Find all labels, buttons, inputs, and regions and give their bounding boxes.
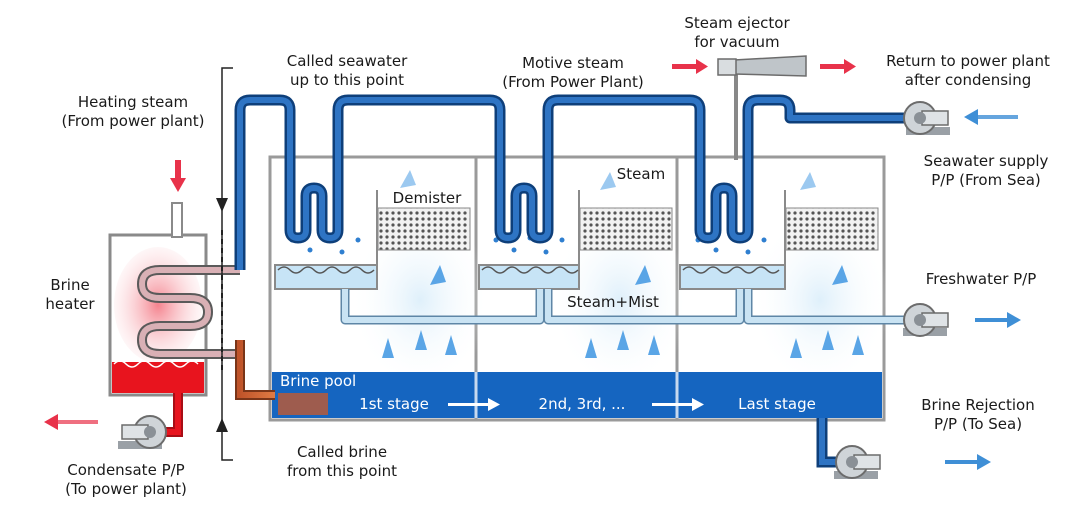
demister-mesh-1 [377, 207, 471, 251]
return-power-plant-label: Return to power plant after condensing [886, 52, 1050, 89]
stage-1-label: 1st stage [359, 395, 429, 413]
seawater-pipe [237, 97, 920, 270]
steam-ejector [717, 55, 807, 160]
brine-heater-label: Brine heater [45, 276, 95, 313]
collection-tray-3 [679, 190, 786, 290]
brine-pool-label: Brine pool [280, 372, 357, 390]
demister-label: Demister [392, 189, 462, 207]
brine-pool [272, 372, 882, 418]
heater-glow [114, 247, 202, 363]
freshwater-pipe [342, 289, 910, 323]
heater-steam-inlet [171, 202, 183, 238]
freshwater-pump-label: Freshwater P/P [925, 270, 1037, 288]
freshwater-pump [903, 303, 949, 337]
motive-steam-label: Motive steam (From Power Plant) [502, 54, 644, 91]
collection-tray-2 [478, 190, 580, 290]
blue-flow-arrows [945, 109, 1021, 470]
steam-label: Steam [616, 165, 666, 183]
demister-mesh-3 [785, 207, 879, 251]
seawater-supply-pump [903, 101, 950, 135]
brine-rejection-pump [834, 445, 881, 479]
heating-steam-label: Heating steam (From power plant) [61, 93, 205, 130]
brine-rejection-label: Brine Rejection P/P (To Sea) [921, 396, 1035, 433]
called-brine-label: Called brine from this point [286, 443, 398, 480]
brine-inlet [278, 393, 328, 415]
steam-ejector-label: Steam ejector for vacuum [684, 14, 790, 51]
called-boundary [216, 67, 233, 461]
demister-mesh-2 [579, 207, 673, 251]
seawater-supply-label: Seawater supply P/P (From Sea) [923, 152, 1049, 189]
condensate-pump [118, 415, 167, 449]
vapor-arrows [382, 170, 864, 358]
stage-last-label: Last stage [738, 395, 816, 413]
condensate-pump-label: Condensate P/P (To power plant) [65, 461, 187, 498]
collection-tray-1 [274, 190, 378, 290]
brine-pipe [237, 340, 275, 398]
steam-mist-label: Steam+Mist [567, 293, 659, 311]
red-flow-arrows [44, 59, 856, 430]
mist-stage-1 [350, 210, 490, 390]
called-seawater-label: Called seawater up to this point [286, 52, 408, 89]
heater-coil [138, 267, 245, 357]
pool-flow-arrows [448, 398, 704, 411]
stage-mid-label: 2nd, 3rd, ... [538, 395, 626, 413]
